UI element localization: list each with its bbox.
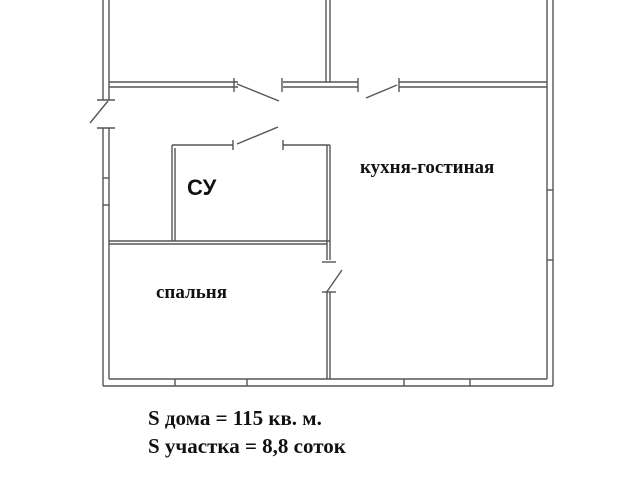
door-entrance [89,99,115,129]
bedroom-walls [109,240,331,379]
plot-area-text: S участка = 8,8 соток [148,434,346,458]
window-ticks [103,177,553,386]
bathroom-walls [171,144,331,260]
room-label-kitchen-living: кухня-гостиная [360,157,495,178]
door-upper-left [233,78,283,102]
room-label-bedroom: спальня [156,282,227,303]
door-bedroom [322,261,343,294]
outer-walls [102,0,554,387]
door-bathroom [232,126,284,150]
door-upper-right [357,78,400,99]
upper-partition [109,0,547,88]
room-label-bathroom: СУ [187,175,217,200]
house-area-text: S дома = 115 кв. м. [148,406,322,430]
